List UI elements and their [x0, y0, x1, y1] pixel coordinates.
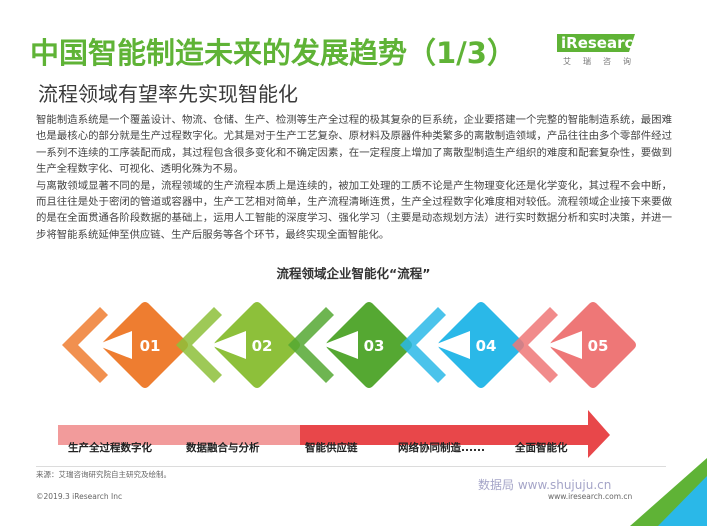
page-subtitle: 流程领域有望率先实现智能化 — [38, 82, 298, 106]
watermark: 数据局 www.shujuju.cn — [478, 478, 612, 492]
step-05-number: 05 — [588, 337, 609, 355]
step-02-label: 数据融合与分析 — [186, 442, 260, 454]
iresearch-logo: iResearch 艾瑞咨询 — [555, 32, 644, 76]
step-05-tile: 05 — [512, 302, 636, 388]
logo-mark — [557, 34, 635, 52]
step-01-number: 01 — [140, 337, 161, 355]
logo-subtext: 艾瑞咨询 — [563, 57, 643, 66]
step-01-label: 生产全过程数字化 — [68, 442, 152, 454]
step-04-tile: 04 — [400, 302, 524, 388]
step-02-tile: 02 — [176, 302, 300, 388]
step-02-number: 02 — [252, 337, 273, 355]
page-number: 34 — [650, 488, 663, 499]
step-05-label: 全面智能化 — [515, 442, 568, 454]
page-title: 中国智能制造未来的发展趋势（1/3） — [30, 36, 516, 70]
body-text: 智能制造系统是一个覆盖设计、物流、仓储、生产、检测等生产全过程的极其复杂的巨系统… — [36, 112, 672, 243]
logo-text: iResearch — [561, 34, 645, 52]
source-note: 来源：艾瑞咨询研究院自主研究及绘制。 — [36, 470, 171, 479]
flow-arrow — [58, 410, 610, 458]
paragraph-2: 与离散领域显著不同的是，流程领域的生产流程本质上是连续的，被加工处理的工质不论是… — [36, 179, 672, 241]
step-04-number: 04 — [476, 337, 497, 355]
chart-title: 流程领域企业智能化“流程” — [276, 266, 431, 281]
step-03-label: 智能供应链 — [305, 442, 358, 454]
paragraph-1: 智能制造系统是一个覆盖设计、物流、仓储、生产、检测等生产全过程的极其复杂的巨系统… — [36, 114, 672, 176]
step-03-tile: 03 — [288, 302, 412, 388]
page-corner — [630, 458, 707, 526]
process-flow-diagram: 01 02 03 04 05 — [58, 302, 636, 458]
footer-divider — [36, 466, 666, 467]
step-03-number: 03 — [364, 337, 385, 355]
website-url: www.iresearch.com.cn — [548, 492, 633, 501]
copyright: ©2019.3 iResearch Inc — [36, 492, 123, 501]
step-04-label: 网络协同制造...... — [398, 442, 485, 454]
step-01-tile: 01 — [62, 302, 188, 388]
